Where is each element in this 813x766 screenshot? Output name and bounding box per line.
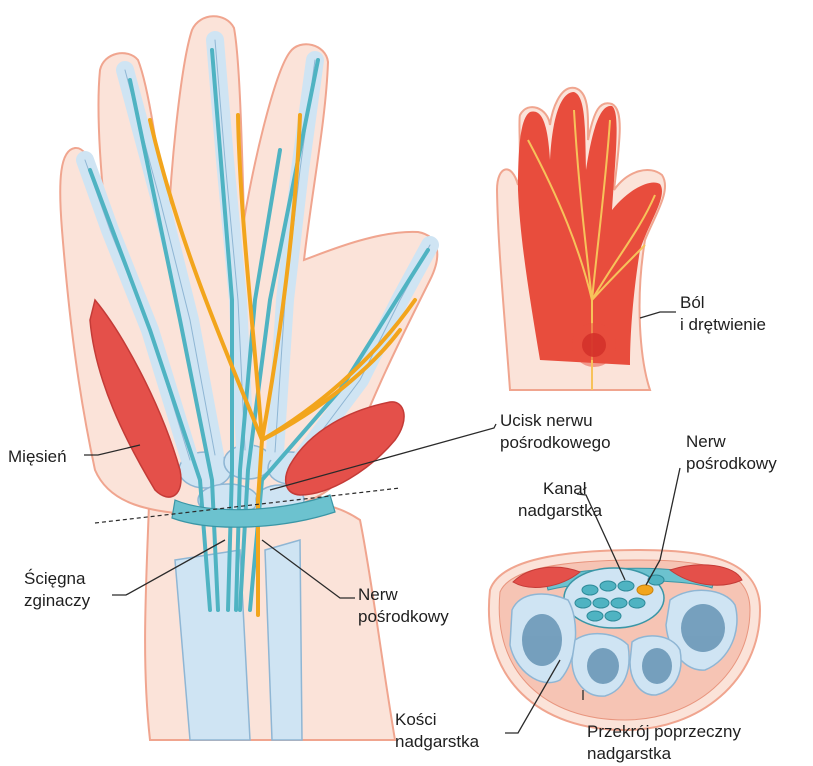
label-section-1: Przekrój poprzeczny <box>587 722 742 741</box>
label-muscle: Mięsień <box>8 447 67 466</box>
label-pain-2: i drętwienie <box>680 315 766 334</box>
label-pain-1: Ból <box>680 293 705 312</box>
main-hand-illustration <box>60 16 437 740</box>
label-canal-2: nadgarstka <box>518 501 603 520</box>
label-section-2: nadgarstka <box>587 744 672 763</box>
label-nerve-main-2: pośrodkowy <box>358 607 449 626</box>
label-compression-2: pośrodkowego <box>500 433 611 452</box>
label-tendons-2: zginaczy <box>24 591 91 610</box>
wrist-cross-section <box>489 550 760 730</box>
section-median-nerve <box>637 585 653 595</box>
ulna-bone <box>265 540 302 740</box>
label-tendons-1: Ścięgna <box>24 569 86 588</box>
label-compression-1: Ucisk nerwu <box>500 411 593 430</box>
pain-hand-illustration <box>497 88 665 390</box>
label-nerve-main-1: Nerw <box>358 585 398 604</box>
label-nerve-section-1: Nerw <box>686 432 726 451</box>
label-bones-2: nadgarstka <box>395 732 480 751</box>
pain-focus-core <box>582 333 606 357</box>
label-nerve-section-2: pośrodkowy <box>686 454 777 473</box>
label-canal-1: Kanał <box>543 479 587 498</box>
label-bones-1: Kości <box>395 710 437 729</box>
